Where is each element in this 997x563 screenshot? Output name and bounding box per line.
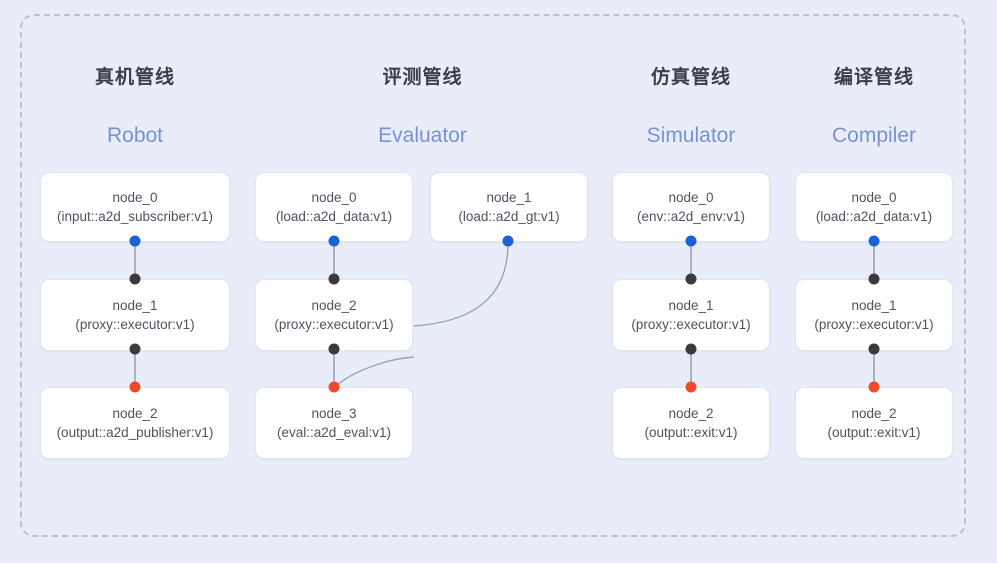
node-box[interactable]: node_2 (output::exit:v1)	[612, 387, 770, 459]
node-box[interactable]: node_1 (load::a2d_gt:v1)	[430, 172, 588, 242]
node-box[interactable]: node_2 (output::a2d_publisher:v1)	[40, 387, 230, 459]
port-input[interactable]	[685, 235, 697, 247]
link-line	[873, 349, 875, 387]
column-subtitle-simulator: Simulator	[646, 124, 736, 147]
link-line	[134, 349, 136, 387]
column-title-robot: 真机管线	[94, 67, 175, 88]
node-type: (output::exit:v1)	[827, 425, 921, 440]
column-subtitle-evaluator: Evaluator	[378, 124, 467, 147]
node-name: node_2	[112, 406, 158, 421]
node-name: node_0	[668, 190, 714, 205]
port-input[interactable]	[868, 235, 880, 247]
node-box[interactable]: node_0 (load::a2d_data:v1)	[795, 172, 953, 242]
port-intermediate[interactable]	[129, 273, 141, 285]
node-box[interactable]: node_2 (proxy::executor:v1)	[255, 279, 413, 351]
port-intermediate[interactable]	[868, 343, 880, 355]
node-type: (output::exit:v1)	[644, 425, 738, 440]
node-name: node_1	[112, 298, 158, 313]
link-line	[690, 241, 692, 279]
column-subtitle-robot: Robot	[106, 124, 164, 147]
port-output[interactable]	[868, 381, 880, 393]
link-line	[873, 241, 875, 279]
port-input[interactable]	[502, 235, 514, 247]
node-box[interactable]: node_1 (proxy::executor:v1)	[40, 279, 230, 351]
column-title-evaluator: 评测管线	[382, 67, 463, 88]
node-name: node_0	[112, 190, 158, 205]
port-input[interactable]	[328, 235, 340, 247]
column-title-simulator: 仿真管线	[650, 67, 731, 88]
column-subtitle-compiler: Compiler	[831, 124, 917, 147]
node-name: node_0	[311, 190, 357, 205]
port-intermediate[interactable]	[685, 273, 697, 285]
node-type: (eval::a2d_eval:v1)	[276, 425, 392, 440]
port-intermediate[interactable]	[685, 343, 697, 355]
node-name: node_3	[311, 406, 357, 421]
node-type: (input::a2d_subscriber:v1)	[56, 209, 214, 224]
node-name: node_2	[851, 406, 897, 421]
port-output[interactable]	[328, 381, 340, 393]
node-box[interactable]: node_0 (env::a2d_env:v1)	[612, 172, 770, 242]
node-type: (load::a2d_gt:v1)	[458, 209, 560, 224]
node-type: (output::a2d_publisher:v1)	[56, 425, 214, 440]
node-name: node_2	[311, 298, 357, 313]
node-type: (proxy::executor:v1)	[75, 317, 195, 332]
node-box[interactable]: node_0 (load::a2d_data:v1)	[255, 172, 413, 242]
link-line	[333, 349, 335, 387]
link-line	[134, 241, 136, 279]
port-output[interactable]	[129, 381, 141, 393]
node-type: (load::a2d_data:v1)	[815, 209, 933, 224]
node-name: node_2	[668, 406, 714, 421]
node-name: node_0	[851, 190, 897, 205]
port-intermediate[interactable]	[328, 343, 340, 355]
node-box[interactable]: node_1 (proxy::executor:v1)	[612, 279, 770, 351]
node-box[interactable]: node_1 (proxy::executor:v1)	[795, 279, 953, 351]
port-intermediate[interactable]	[129, 343, 141, 355]
node-name: node_1	[668, 298, 714, 313]
node-box[interactable]: node_0 (input::a2d_subscriber:v1)	[40, 172, 230, 242]
port-intermediate[interactable]	[868, 273, 880, 285]
node-type: (env::a2d_env:v1)	[636, 209, 746, 224]
node-type: (proxy::executor:v1)	[814, 317, 934, 332]
node-name: node_1	[851, 298, 897, 313]
node-name: node_1	[486, 190, 532, 205]
column-title-compiler: 编译管线	[833, 67, 914, 88]
node-type: (load::a2d_data:v1)	[275, 209, 393, 224]
link-line	[690, 349, 692, 387]
link-line	[333, 241, 335, 279]
node-type: (proxy::executor:v1)	[631, 317, 751, 332]
port-input[interactable]	[129, 235, 141, 247]
port-output[interactable]	[685, 381, 697, 393]
node-type: (proxy::executor:v1)	[274, 317, 394, 332]
node-box[interactable]: node_3 (eval::a2d_eval:v1)	[255, 387, 413, 459]
node-box[interactable]: node_2 (output::exit:v1)	[795, 387, 953, 459]
port-intermediate[interactable]	[328, 273, 340, 285]
